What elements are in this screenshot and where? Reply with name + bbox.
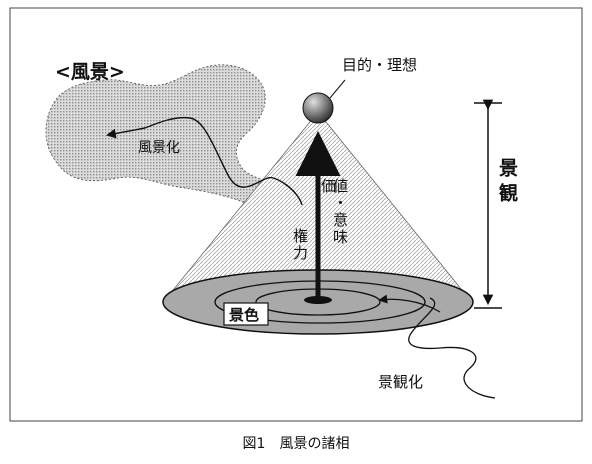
goal-sphere	[302, 92, 334, 124]
goal-label: 目的・理想	[342, 56, 417, 74]
value-label-col1: 価	[319, 178, 337, 195]
fukeika-wavy-line	[144, 116, 303, 206]
value-label-col2: 値・意味	[331, 178, 349, 246]
keishiki-label-box	[223, 302, 269, 326]
fukeika-label: 風景化	[138, 140, 180, 156]
keikanka-arrow	[378, 294, 441, 313]
power-label: 権力	[291, 228, 309, 262]
keishiki-label: 景色	[229, 306, 259, 324]
fukeika-arrow	[106, 127, 146, 139]
figure-caption: 図1 風景の諸相	[242, 436, 350, 452]
goal-leader-line	[329, 79, 346, 99]
keikanka-spiral	[408, 297, 496, 399]
disk-center	[304, 296, 332, 304]
fukei-cloud	[45, 64, 303, 216]
fukei-heading: <風景>	[55, 61, 125, 83]
keikanka-label: 景観化	[378, 373, 423, 391]
keikan-label: 景観	[496, 158, 518, 208]
